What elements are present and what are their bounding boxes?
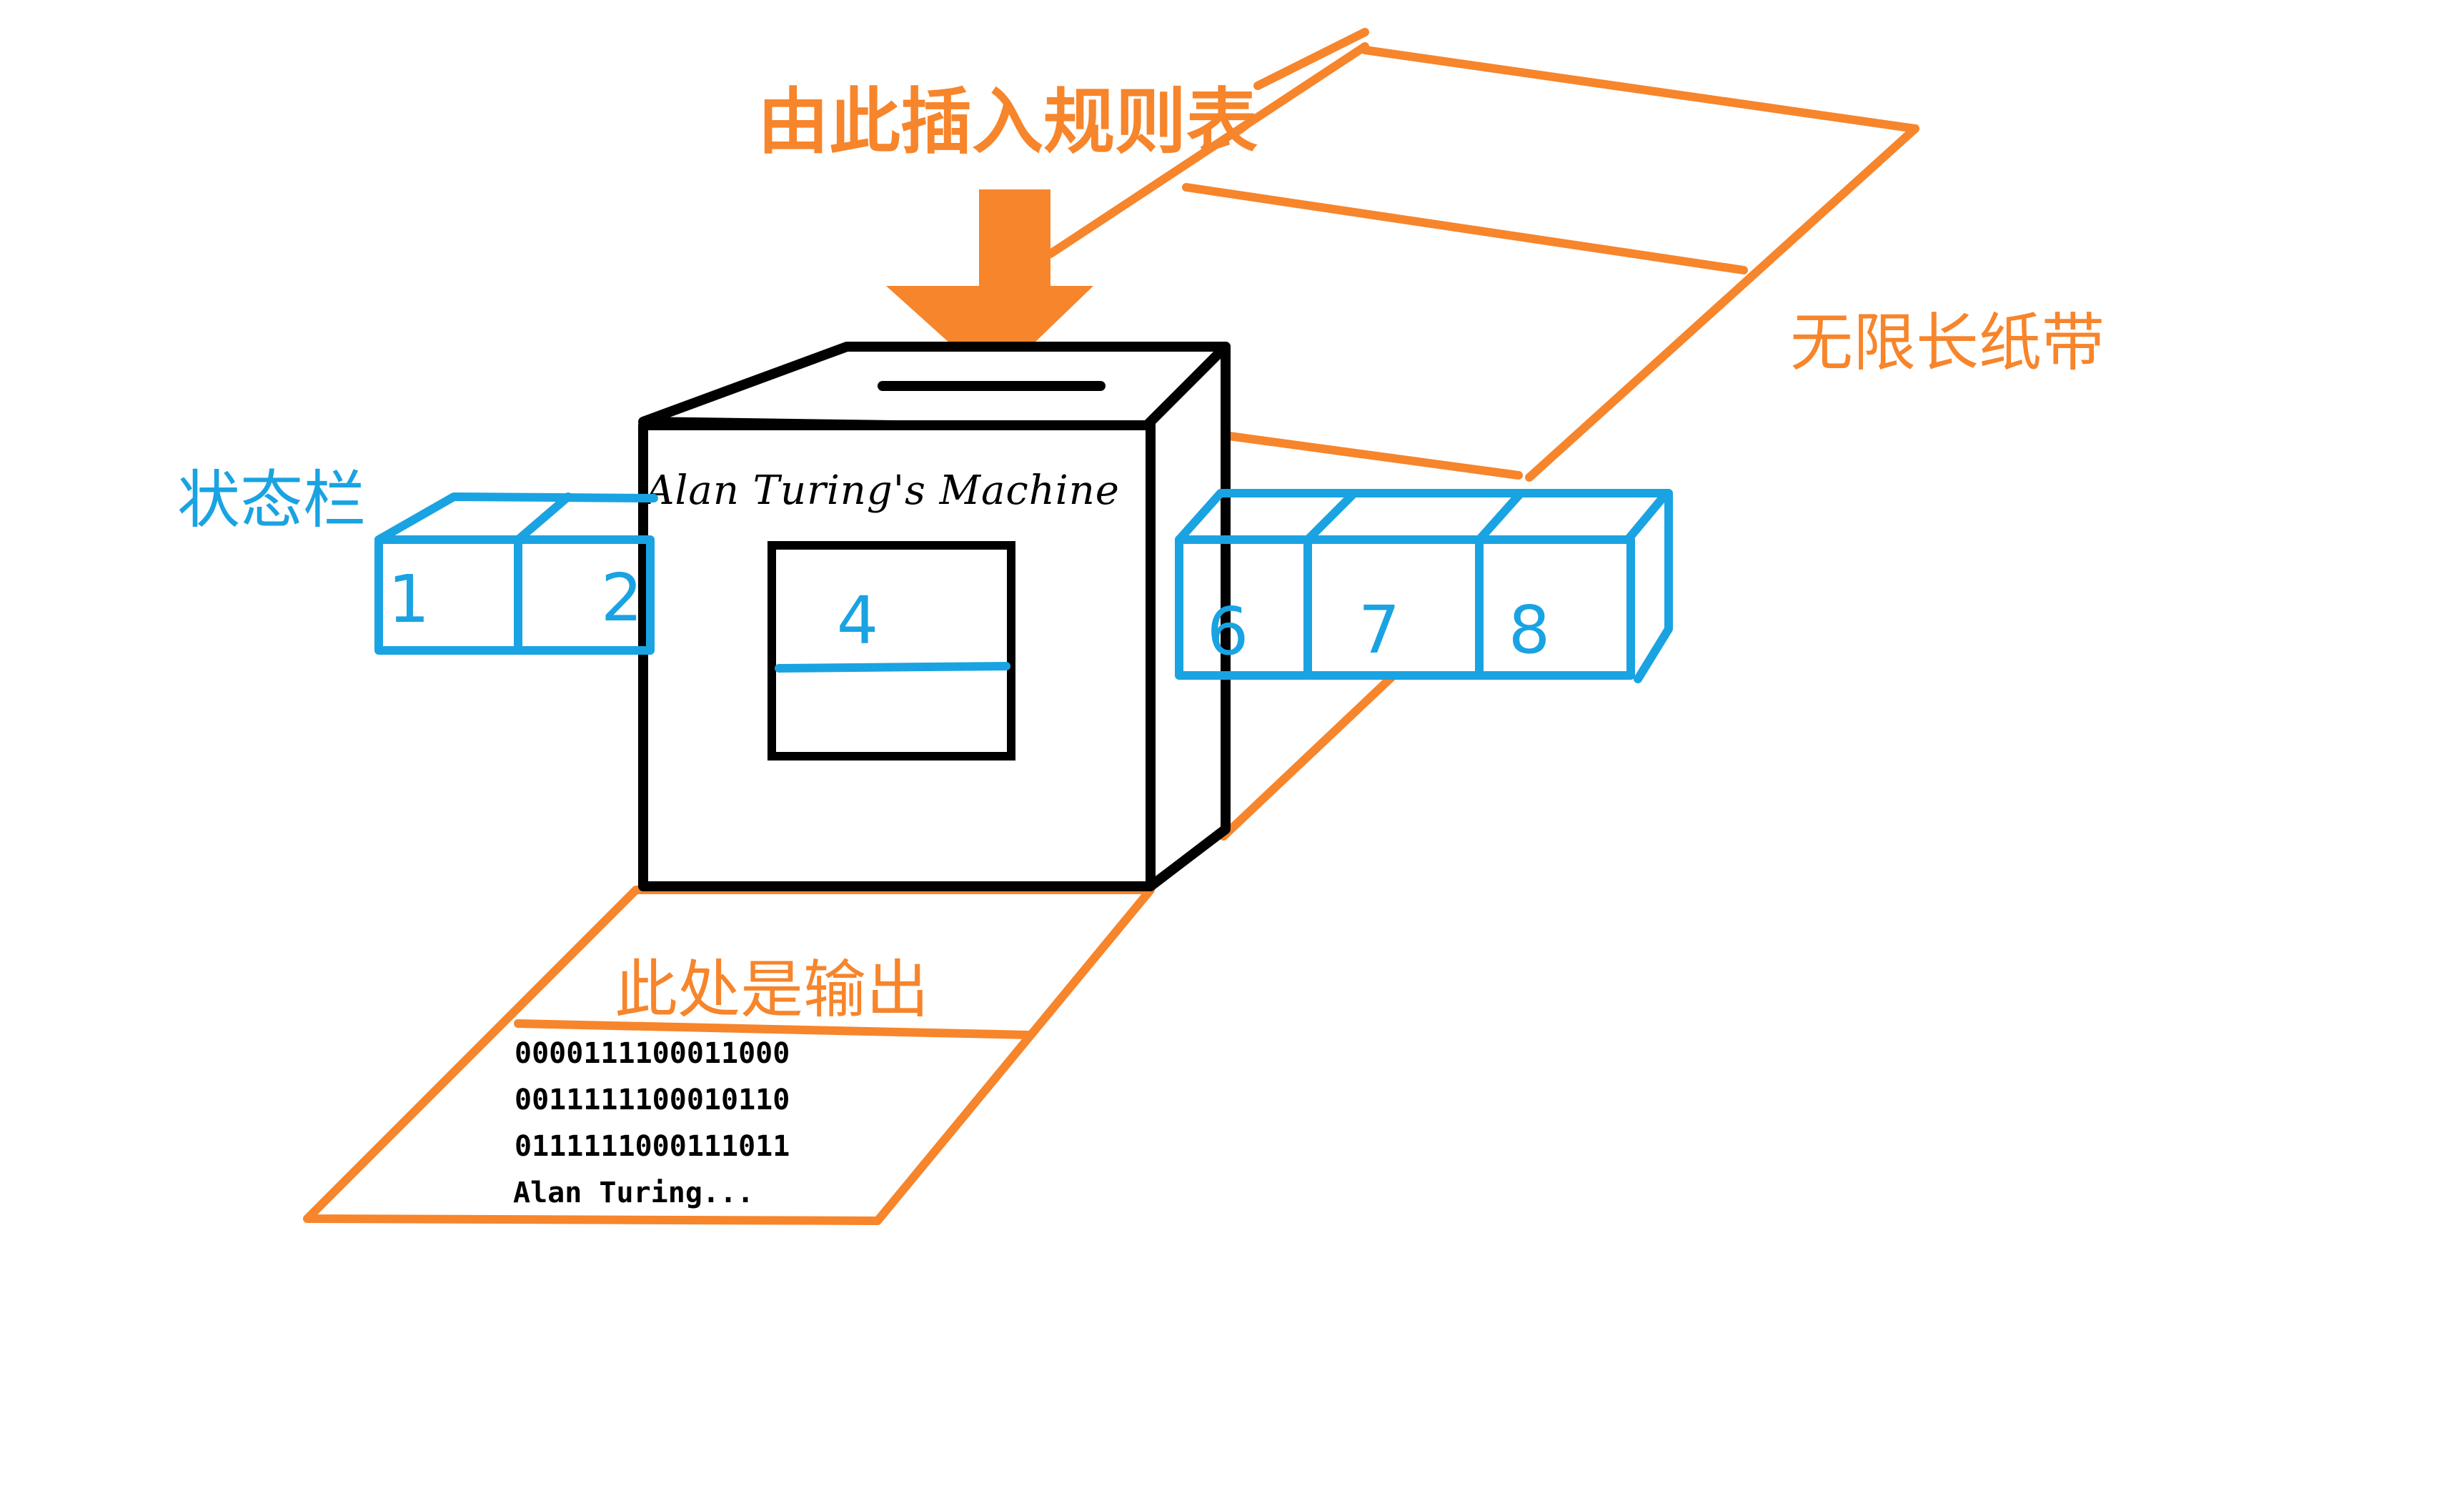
output-line: 0000111100011000 [515, 1037, 790, 1070]
insert-rules-label: 由此插入规则表 [757, 80, 1258, 164]
machine-window [767, 541, 1015, 761]
insert-arrow-icon [886, 189, 1093, 382]
infinite-tape-label: 无限长纸带 [1790, 306, 2105, 380]
window-cell-underline [775, 662, 1010, 673]
status-cell-2: 2 [601, 560, 643, 636]
output-label: 此处是输出 [615, 953, 929, 1026]
status-bar [374, 492, 658, 655]
infinite-tape [1046, 28, 1919, 841]
output-lines: 0000111100011000 0011111100010110 011111… [513, 1037, 790, 1209]
tape-cell-6: 6 [1207, 593, 1249, 670]
machine-box [638, 342, 1231, 891]
output-line: 0011111100010110 [515, 1084, 790, 1116]
tape-cells [1175, 489, 1673, 683]
machine-name: Alan Turing's Machine [642, 467, 1120, 514]
tape-cell-8: 8 [1509, 592, 1551, 668]
window-cell-4: 4 [837, 583, 879, 659]
tape-cell-7: 7 [1358, 592, 1401, 668]
output-line: Alan Turing... [513, 1176, 754, 1209]
output-line: 0111111000111011 [515, 1130, 790, 1163]
status-bar-label: 状态栏 [177, 463, 366, 537]
status-cell-1: 1 [388, 561, 430, 638]
